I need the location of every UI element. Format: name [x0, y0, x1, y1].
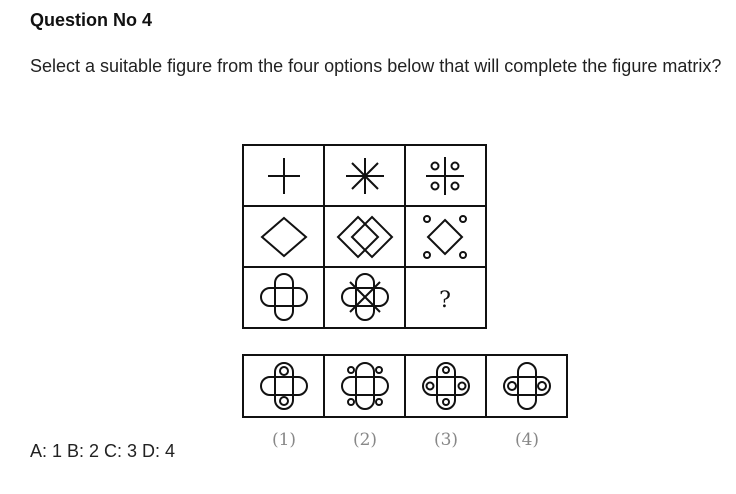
cell-star — [346, 158, 384, 194]
option-label-3: (3) — [434, 430, 458, 450]
cell-plus-circles — [426, 157, 464, 195]
question-title: Question No 4 — [30, 10, 153, 30]
question-figure: ? (1) (2) (3) (4) — [238, 140, 568, 465]
answer-options: A: 1 B: 2 C: 3 D: 4 — [30, 441, 176, 461]
option-3-figure — [422, 362, 470, 410]
cell-double-diamond — [336, 215, 394, 259]
question-text: Select a suitable figure from the four o… — [30, 56, 722, 76]
options-grid — [242, 354, 568, 418]
option-1-figure — [260, 362, 308, 410]
cell-plus — [268, 158, 300, 194]
missing-symbol: ? — [439, 288, 451, 313]
cell-diamond-circles — [423, 215, 467, 259]
matrix-grid — [242, 144, 487, 329]
option-label-4: (4) — [515, 430, 539, 450]
cell-diamond — [260, 216, 308, 258]
option-2-figure — [341, 362, 389, 410]
option-4-figure — [503, 362, 551, 410]
option-label-1: (1) — [272, 430, 296, 450]
option-label-2: (2) — [353, 430, 377, 450]
cell-ovals — [260, 273, 308, 321]
cell-ovals-cross — [341, 273, 389, 321]
